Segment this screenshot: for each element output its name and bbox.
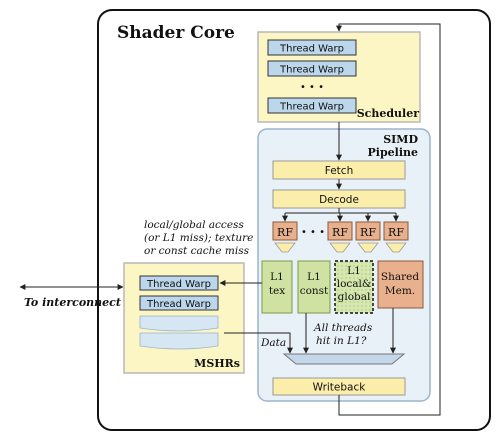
rf-box-2: RF xyxy=(327,221,353,241)
hit-annotation-2: hit in L1? xyxy=(316,335,367,347)
rf-box-4: RF xyxy=(383,221,409,241)
rf-box-1: RF xyxy=(272,221,298,241)
l1-const-line2: const xyxy=(300,285,329,297)
rf-ellipsis: • • • xyxy=(301,227,325,238)
rf-box-3: RF xyxy=(355,221,381,241)
l1-tex-unit: L1 tex xyxy=(261,260,293,314)
rf-label-1: RF xyxy=(277,226,293,239)
pipeline-label-1: SIMD xyxy=(383,133,418,146)
mshr-label: MSHRs xyxy=(194,357,240,370)
l1-local-line1: L1 xyxy=(347,265,361,277)
l1-local-line2: local& xyxy=(337,278,372,290)
mshr-warp-2-label: Thread Warp xyxy=(146,299,211,310)
scheduler-warp-1-label: Thread Warp xyxy=(279,44,344,55)
decode-label: Decode xyxy=(319,194,359,206)
pipeline-label-2: Pipeline xyxy=(368,146,419,159)
hit-annotation-1: All threads xyxy=(313,322,373,334)
scheduler-label: Scheduler xyxy=(357,107,420,120)
l1-local-line3: global xyxy=(338,291,371,303)
rf-funnel-3 xyxy=(357,242,379,253)
miss-annotation-3: or const cache miss xyxy=(144,245,250,257)
l1-local-global-unit: L1 local& global xyxy=(334,260,374,314)
miss-annotation-2: (or L1 miss); texture xyxy=(144,232,253,244)
feedback-loop xyxy=(336,23,441,416)
rf-label-4: RF xyxy=(388,226,404,239)
shared-mem-line1: Shared xyxy=(381,271,419,283)
rf-funnel-2 xyxy=(329,242,351,253)
mshr-slot-empty-2 xyxy=(139,332,219,350)
shader-core-title: Shader Core xyxy=(117,23,235,43)
rf-funnel-1 xyxy=(274,242,296,253)
mshr-warp-1-label: Thread Warp xyxy=(146,279,211,290)
mshr-slot-empty-1 xyxy=(139,315,219,332)
mshr-warp-1: Thread Warp xyxy=(139,275,219,291)
scheduler-warp-2-label: Thread Warp xyxy=(279,65,344,76)
arrow-data-to-merge xyxy=(224,332,293,354)
miss-annotation-1: local/global access xyxy=(144,219,244,231)
writeback-label: Writeback xyxy=(313,382,367,394)
scheduler-warp-2: Thread Warp xyxy=(267,60,357,77)
l1-tex-line1: L1 xyxy=(270,271,284,283)
l1-const-unit: L1 const xyxy=(297,260,331,314)
scheduler-ellipsis: • • • xyxy=(300,82,324,93)
mshr-warp-2: Thread Warp xyxy=(139,295,219,311)
rf-label-3: RF xyxy=(360,226,376,239)
scheduler-warp-3: Thread Warp xyxy=(267,97,357,114)
interconnect-label: To interconnect xyxy=(24,296,121,309)
merge-funnel xyxy=(282,353,406,365)
data-label: Data xyxy=(260,337,286,349)
rf-funnel-4 xyxy=(385,242,407,253)
l1-const-line1: L1 xyxy=(307,271,321,283)
shared-mem-line2: Mem. xyxy=(385,285,415,297)
rf-label-2: RF xyxy=(332,226,348,239)
scheduler-warp-1: Thread Warp xyxy=(267,39,357,56)
fetch-label: Fetch xyxy=(325,165,353,177)
scheduler-warp-3-label: Thread Warp xyxy=(279,102,344,113)
shared-memory-unit: Shared Mem. xyxy=(377,260,424,309)
l1-tex-line2: tex xyxy=(269,285,285,297)
